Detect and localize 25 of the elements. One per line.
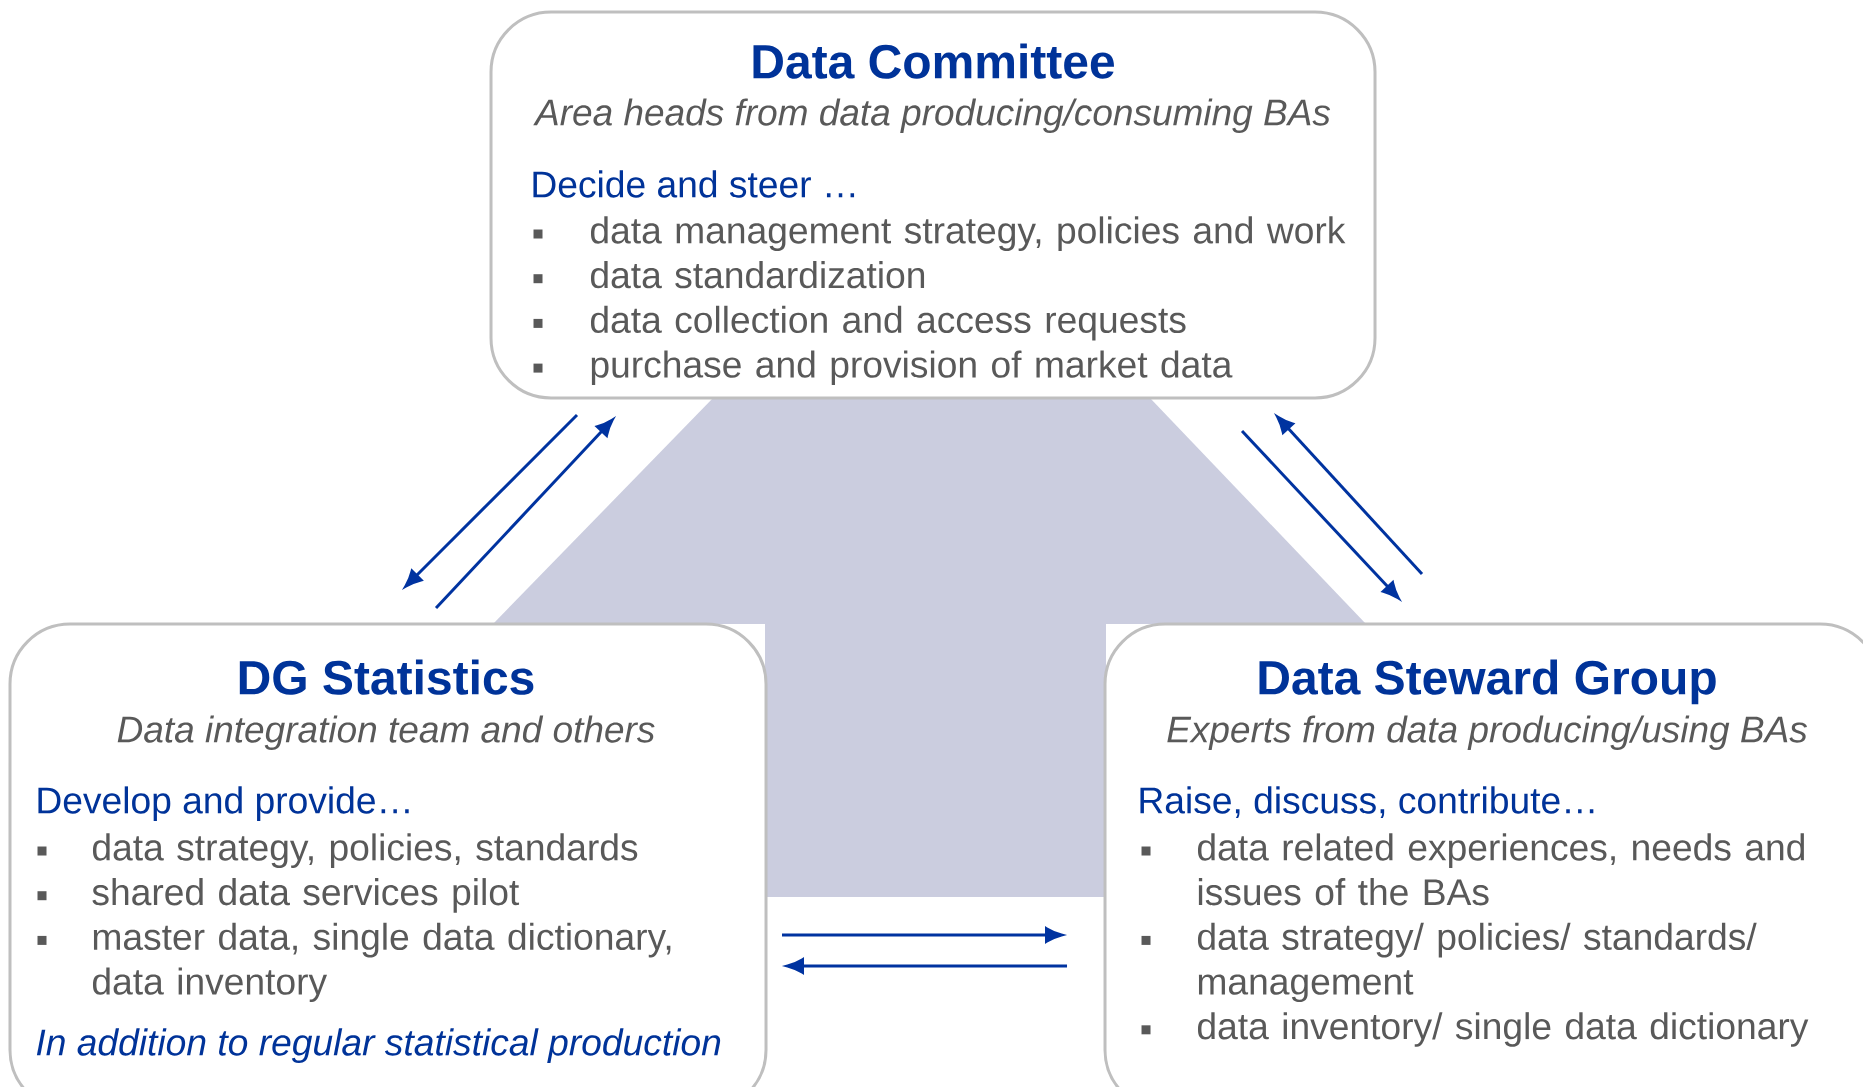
bullet-item: shared data services pilot [37, 878, 520, 913]
group-box [1103, 622, 1863, 1087]
arrow [1240, 430, 1400, 600]
bullet-item: data inventory/ single data dictionary [1141, 1012, 1809, 1047]
box-title: Data Steward Group [1259, 659, 1716, 705]
group-box [8, 622, 768, 1087]
lead-text: Decide and steer … [533, 170, 855, 198]
bullet-item: data management strategy, policies and work [533, 216, 1346, 251]
box-subtitle: Area heads from data producing/consuming BAs [533, 98, 1331, 133]
arrow [404, 413, 579, 588]
bullet-item: purchase and provision of market data [533, 350, 1233, 386]
bullet-item: data standardization [533, 261, 925, 289]
bullet-item: master data, single data dictionary, data inventory [37, 922, 671, 1003]
group-box [489, 10, 1377, 400]
box-subtitle: Data integration team and others [117, 715, 655, 750]
box-subtitle: Experts from data producing/using BAs [1167, 715, 1807, 750]
arrow [1276, 415, 1424, 576]
bullet-item: data strategy, policies, standards [37, 833, 638, 868]
footnote-text: In addition to regular statistical production [36, 1028, 721, 1063]
box-title: Data Committee [753, 43, 1114, 79]
box-title: DG Statistics [239, 659, 534, 695]
arrow [434, 418, 614, 610]
bullet-item: data collection and access requests [533, 305, 1186, 341]
lead-text: Raise, discuss, contribute… [1140, 786, 1594, 819]
lead-text: Develop and provide… [38, 786, 409, 821]
